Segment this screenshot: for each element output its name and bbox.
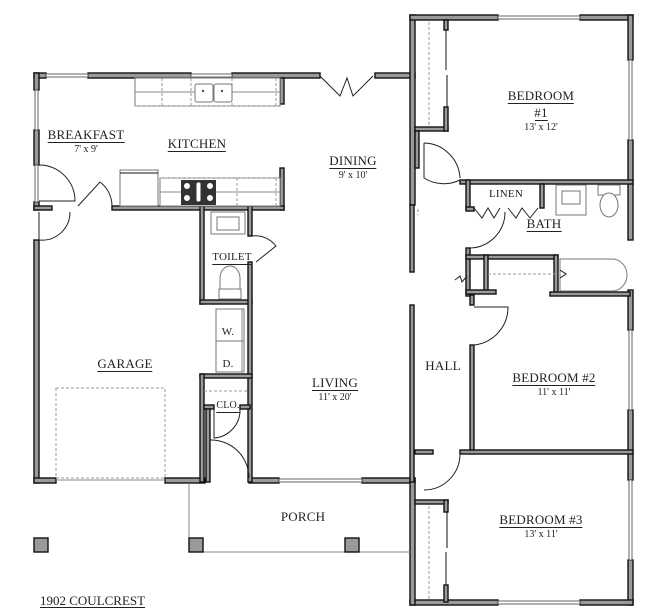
room-label-hall: HALL [425, 358, 460, 374]
room-name: PORCH [280, 509, 326, 524]
room-label-bedroom-3: BEDROOM #3 13' x 11' [499, 512, 583, 540]
label-washer: W. [222, 323, 235, 339]
sink-right-basin [213, 83, 233, 103]
room-label-porch: PORCH [281, 509, 325, 525]
room-size: 13' x 12' [524, 122, 558, 133]
room-label-linen: LINEN [489, 185, 523, 201]
kitchen-counters [119, 77, 281, 207]
interior-walls [33, 19, 634, 603]
washer-label: W. [221, 326, 235, 338]
sink-left-basin [194, 83, 214, 103]
room-size: 13' x 11' [524, 529, 558, 540]
room-label-closet: CLO. [216, 396, 240, 413]
bath-fixtures [488, 184, 628, 292]
room-name: BATH [526, 216, 562, 232]
room-label-bath: BATH [526, 216, 562, 232]
room-label-breakfast: BREAKFAST 7' x 9' [47, 127, 125, 155]
bathtub [559, 258, 628, 292]
room-name: KITCHEN [167, 136, 227, 152]
room-name: TOILET [212, 251, 252, 265]
room-size: 9' x 10' [338, 170, 368, 181]
room-label-dining: DINING 9' x 10' [329, 153, 377, 181]
label-dryer: D. [222, 355, 233, 371]
range-stove [181, 180, 216, 205]
room-name: BEDROOM #3 [499, 512, 583, 528]
washer [215, 308, 245, 342]
room-size: 7' x 9' [74, 144, 98, 155]
room-label-bedroom-2: BEDROOM #2 11' x 11' [512, 370, 596, 398]
room-label-living: LIVING 11' x 20' [312, 375, 358, 403]
dryer [215, 340, 245, 373]
porch-post [33, 537, 49, 553]
room-name: BREAKFAST [47, 127, 125, 143]
room-label-toilet: TOILET [212, 248, 252, 265]
laundry [215, 308, 245, 373]
dryer-label: D. [222, 358, 234, 370]
room-name: CLO. [216, 400, 240, 413]
room-name: DINING [329, 153, 377, 169]
room-size: 11' x 20' [318, 392, 352, 403]
room-name: LIVING [312, 375, 358, 391]
room-size: 11' x 11' [537, 387, 571, 398]
room-label-bedroom-1: BEDROOM #1 13' x 12' [507, 88, 575, 133]
refrigerator [119, 169, 159, 207]
room-label-kitchen: KITCHEN [167, 136, 227, 152]
porch [33, 483, 410, 553]
toilet-room-toilet [219, 265, 241, 291]
room-name: LINEN [489, 188, 523, 200]
room-name: HALL [425, 358, 461, 373]
windows [34, 15, 633, 605]
room-label-garage: GARAGE [97, 356, 153, 372]
room-number: #1 [534, 105, 548, 121]
plan-title: 1902 COULCREST [40, 593, 146, 608]
porch-post [188, 537, 204, 553]
garage-door-outline [55, 387, 166, 479]
toilet-room-fixtures [210, 211, 246, 300]
room-name: GARAGE [97, 356, 153, 372]
room-name: BEDROOM [507, 88, 575, 104]
doors [38, 75, 539, 491]
room-name: BEDROOM #2 [512, 370, 596, 386]
porch-post [344, 537, 360, 553]
